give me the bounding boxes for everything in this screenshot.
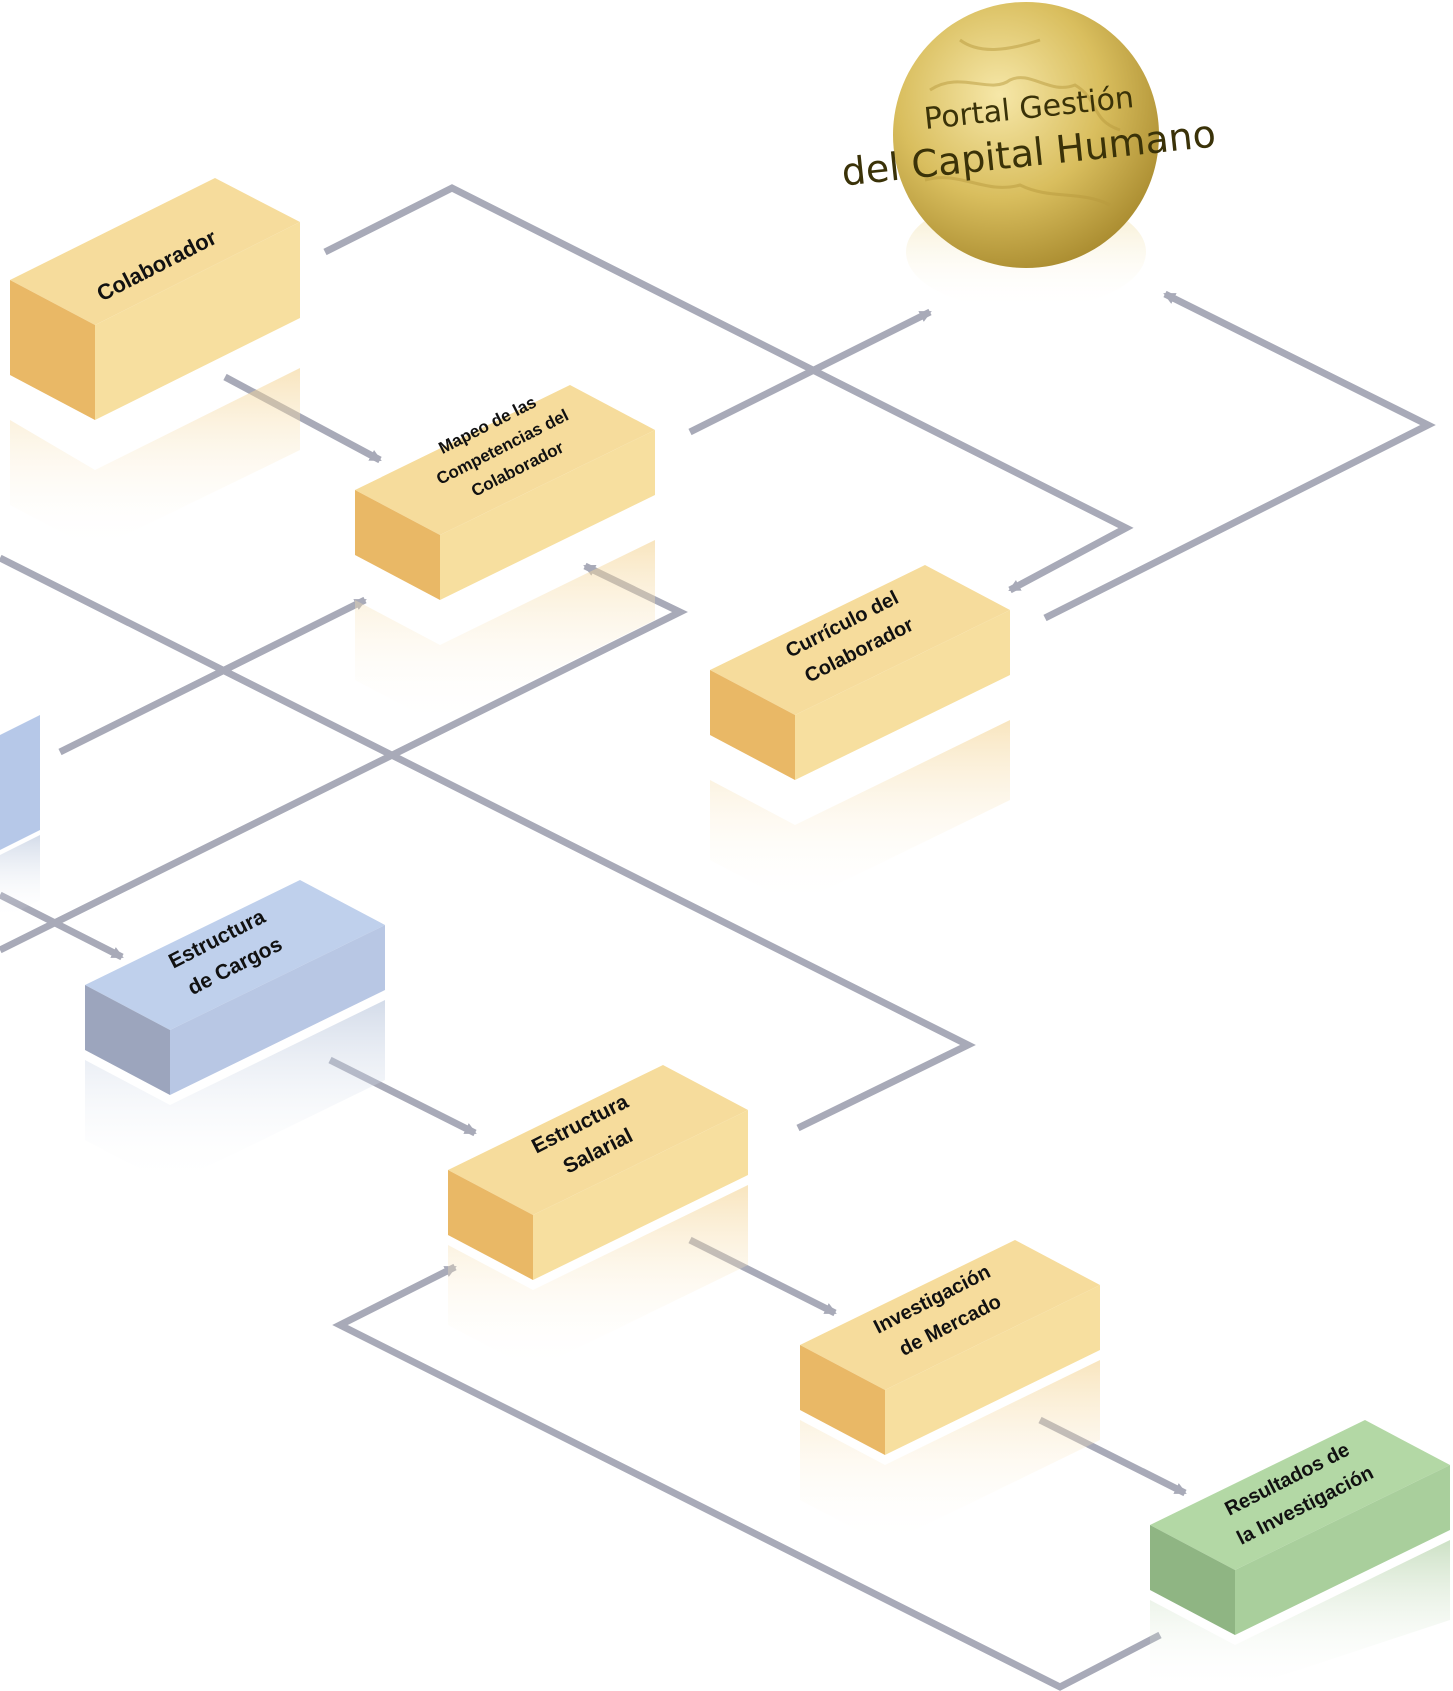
- node-investigacion[interactable]: Investigación de Mercado: [800, 1240, 1100, 1545]
- node-front-face: [710, 670, 795, 780]
- node-partial-face: [0, 715, 40, 850]
- node-top-face: [800, 1240, 1100, 1390]
- portal-globe: Portal Gestión del Capital Humano: [839, 2, 1218, 310]
- node-side-face: [440, 430, 655, 600]
- node-side-face: [533, 1110, 748, 1280]
- node-front-face: [1150, 1525, 1235, 1635]
- node-top-face: [1150, 1420, 1450, 1570]
- connector-mapeo-to-portal: [688, 308, 932, 436]
- node-side-face: [795, 610, 1010, 780]
- connector-colaborador-to-mapeo: [223, 373, 382, 464]
- node-colaborador[interactable]: Colaborador: [10, 178, 300, 550]
- node-front-face: [800, 1345, 885, 1455]
- node-top-face: [10, 178, 300, 325]
- node-curriculo[interactable]: Currículo del Colaborador: [710, 565, 1010, 905]
- node-side-face: [1235, 1465, 1450, 1635]
- node-reflection: [710, 720, 1010, 905]
- node-side-face: [170, 925, 385, 1095]
- connector-left-to-mapeo: [58, 596, 367, 756]
- node-side-face: [95, 222, 300, 420]
- connector-left-to-salarial-loop: [0, 554, 976, 1132]
- node-reflection: [800, 1360, 1100, 1545]
- globe-sphere: [893, 2, 1159, 268]
- node-reflection: [355, 540, 655, 725]
- connector-colaborador-to-curriculo: [323, 184, 1134, 594]
- node-top-face: [710, 565, 1010, 715]
- node-partial-reflection: [0, 835, 40, 920]
- node-reflection: [85, 1000, 385, 1185]
- node-front-face: [355, 490, 440, 600]
- node-front-face: [10, 280, 95, 420]
- node-mapeo[interactable]: Mapeo de las Competencias del Colaborado…: [355, 385, 655, 725]
- connector-curriculo-to-portal: [1043, 290, 1436, 622]
- node-reflection: [1150, 1540, 1450, 1691]
- node-reflection: [448, 1185, 748, 1370]
- node-top-face: [355, 385, 655, 535]
- node-side-face: [885, 1285, 1100, 1455]
- node-left-edge-partial: [0, 715, 40, 920]
- globe-continents: [924, 38, 1121, 207]
- node-top-face: [85, 880, 385, 1030]
- node-estructura-salarial[interactable]: Estructura Salarial: [448, 1065, 748, 1370]
- node-resultados[interactable]: Resultados de la Investigación: [1150, 1420, 1450, 1691]
- node-front-face: [85, 985, 170, 1095]
- node-front-face: [448, 1170, 533, 1280]
- connector-resultados-to-salarial: [332, 1263, 1162, 1691]
- node-reflection: [10, 368, 300, 550]
- node-top-face: [448, 1065, 748, 1215]
- node-estructura-cargos[interactable]: Estructura de Cargos: [85, 880, 385, 1185]
